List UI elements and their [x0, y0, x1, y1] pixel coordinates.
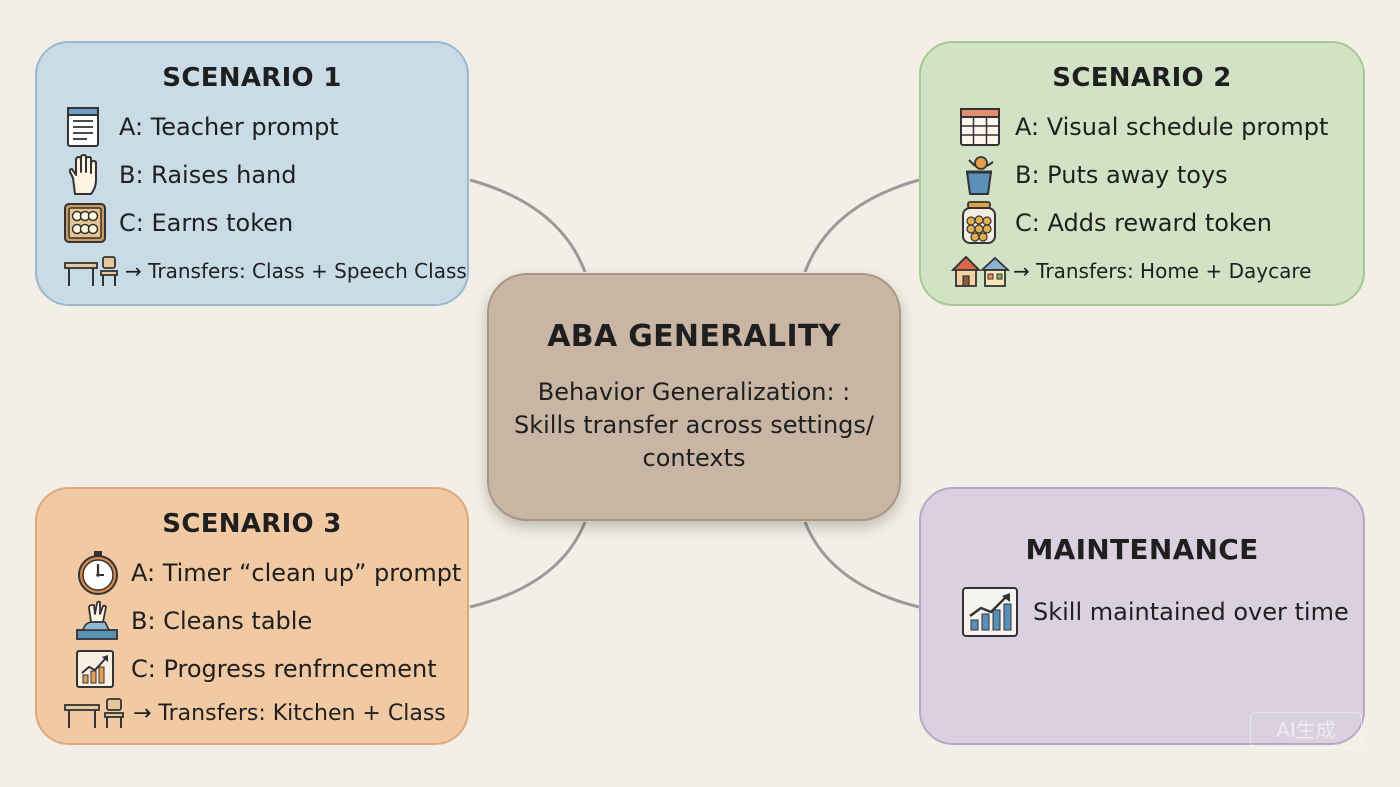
- scenario-1-card: SCENARIO 1 A: Teacher prompt B: Raises h…: [35, 41, 469, 306]
- scenario-2-b-text: B: Puts away toys: [1015, 161, 1228, 189]
- scenario-3-a-text: A: Timer “clean up” prompt: [131, 559, 462, 587]
- document-icon: [63, 105, 119, 149]
- scenario-1-transfer: → Transfers: Class + Speech Class: [63, 247, 467, 295]
- visual-schedule-icon: [959, 105, 1015, 149]
- ai-generated-watermark: AI生成: [1250, 712, 1362, 748]
- wiping-table-icon: [75, 599, 131, 643]
- scenario-2-title: SCENARIO 2: [1052, 63, 1232, 93]
- maintenance-item: Skill maintained over time: [947, 584, 1349, 640]
- scenario-2-behavior: B: Puts away toys: [947, 151, 1337, 199]
- scenario-3-b-text: B: Cleans table: [131, 607, 313, 635]
- table-chair-icon: [63, 691, 133, 735]
- scenario-3-transfer-text: → Transfers: Kitchen + Class: [133, 700, 446, 726]
- scenario-1-b-text: B: Raises hand: [119, 161, 297, 189]
- desk-chair-icon: [63, 249, 125, 293]
- timer-icon: [75, 551, 131, 595]
- scenario-3-consequence: C: Progress renfrncement: [63, 645, 441, 693]
- toy-bin-icon: [959, 153, 1015, 197]
- scenario-1-c-text: C: Earns token: [119, 209, 294, 237]
- scenario-2-transfer: → Transfers: Home + Daycare: [947, 247, 1337, 295]
- connector-scenario2: [803, 178, 920, 273]
- scenario-1-antecedent: A: Teacher prompt: [63, 103, 441, 151]
- scenario-2-c-text: C: Adds reward token: [1015, 209, 1272, 237]
- scenario-2-transfer-text: → Transfers: Home + Daycare: [1013, 259, 1312, 283]
- central-description-line-2: Skills transfer across settings/: [513, 411, 875, 439]
- scenario-1-transfer-text: → Transfers: Class + Speech Class: [125, 259, 467, 283]
- scenario-3-c-text: C: Progress renfrncement: [131, 655, 437, 683]
- scenario-3-behavior: B: Cleans table: [63, 597, 441, 645]
- central-description-line-3: contexts: [642, 444, 746, 472]
- scenario-3-title: SCENARIO 3: [162, 509, 342, 539]
- connector-scenario1: [469, 178, 587, 273]
- connector-scenario3: [469, 521, 587, 609]
- connector-maintenance: [803, 521, 920, 609]
- token-jar-icon: [959, 201, 1015, 245]
- scenario-1-title: SCENARIO 1: [162, 63, 342, 93]
- scenario-2-a-text: A: Visual schedule prompt: [1015, 113, 1329, 141]
- scenario-1-consequence: C: Earns token: [63, 199, 441, 247]
- scenario-3-card: SCENARIO 3 A: Timer “clean up” prompt B:…: [35, 487, 469, 745]
- growth-chart-icon: [961, 587, 1033, 637]
- token-board-icon: [63, 201, 119, 245]
- central-description-line-1: Behavior Generalization: :: [537, 378, 851, 406]
- maintenance-item-text: Skill maintained over time: [1033, 598, 1349, 626]
- scenario-2-antecedent: A: Visual schedule prompt: [947, 103, 1337, 151]
- maintenance-card: MAINTENANCE Skill maintained over time: [919, 487, 1365, 745]
- raised-hand-icon: [63, 153, 119, 197]
- scenario-1-behavior: B: Raises hand: [63, 151, 441, 199]
- progress-chart-icon: [75, 647, 131, 691]
- maintenance-title: MAINTENANCE: [1025, 533, 1259, 566]
- scenario-1-a-text: A: Teacher prompt: [119, 113, 339, 141]
- scenario-3-transfer: → Transfers: Kitchen + Class: [63, 691, 446, 735]
- scenario-2-consequence: C: Adds reward token: [947, 199, 1337, 247]
- scenario-3-antecedent: A: Timer “clean up” prompt: [63, 549, 461, 597]
- central-title: ABA GENERALITY: [547, 319, 841, 354]
- central-concept-node: ABA GENERALITY Behavior Generalization: …: [487, 273, 901, 521]
- home-daycare-icon: [951, 249, 1013, 293]
- scenario-2-card: SCENARIO 2 A: Visual schedule prompt B: …: [919, 41, 1365, 306]
